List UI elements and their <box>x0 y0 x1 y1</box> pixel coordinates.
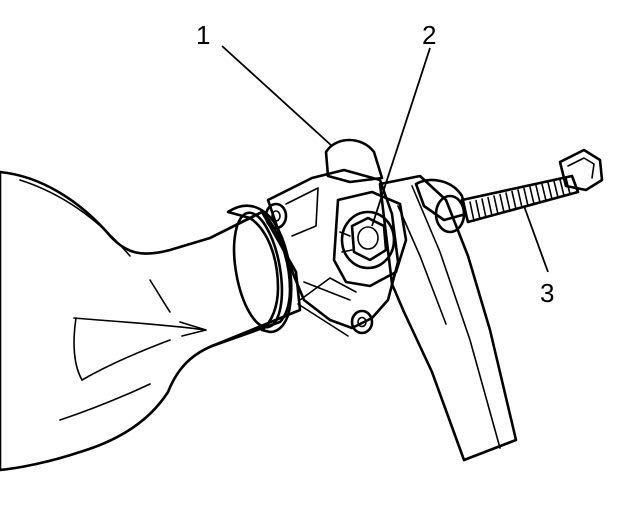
screw-thread <box>541 183 547 202</box>
callout-labels: 1 2 3 <box>196 20 554 308</box>
screw-thread <box>493 195 499 216</box>
screw-thread <box>511 190 517 210</box>
leader-line-1 <box>221 45 333 147</box>
screw-thread <box>535 184 541 204</box>
screw-thread <box>499 193 505 214</box>
screw-thread <box>469 201 475 222</box>
callout-label-1: 1 <box>196 20 210 50</box>
screw-thread <box>559 178 565 197</box>
screw-thread <box>517 189 523 209</box>
leader-line-3 <box>523 205 549 273</box>
part-3-forcing-screw <box>460 148 604 224</box>
puller-tool-arm <box>378 174 518 462</box>
screw-thread <box>529 186 535 205</box>
callout-label-3: 3 <box>540 278 554 308</box>
part-1-mount-pad <box>324 138 384 184</box>
screw-thread <box>475 199 481 221</box>
leader-line-2 <box>371 47 431 227</box>
screw-thread <box>523 187 529 207</box>
screw-thread <box>505 192 511 212</box>
part-2-nut <box>332 190 408 288</box>
screw-thread <box>553 180 559 199</box>
screw-thread <box>547 181 553 200</box>
steering-knuckle <box>264 168 400 337</box>
callout-leaders <box>221 45 549 273</box>
callout-label-2: 2 <box>422 20 436 50</box>
screw-thread <box>481 198 487 219</box>
screw-thread <box>487 196 493 217</box>
axle-flange <box>226 204 293 334</box>
